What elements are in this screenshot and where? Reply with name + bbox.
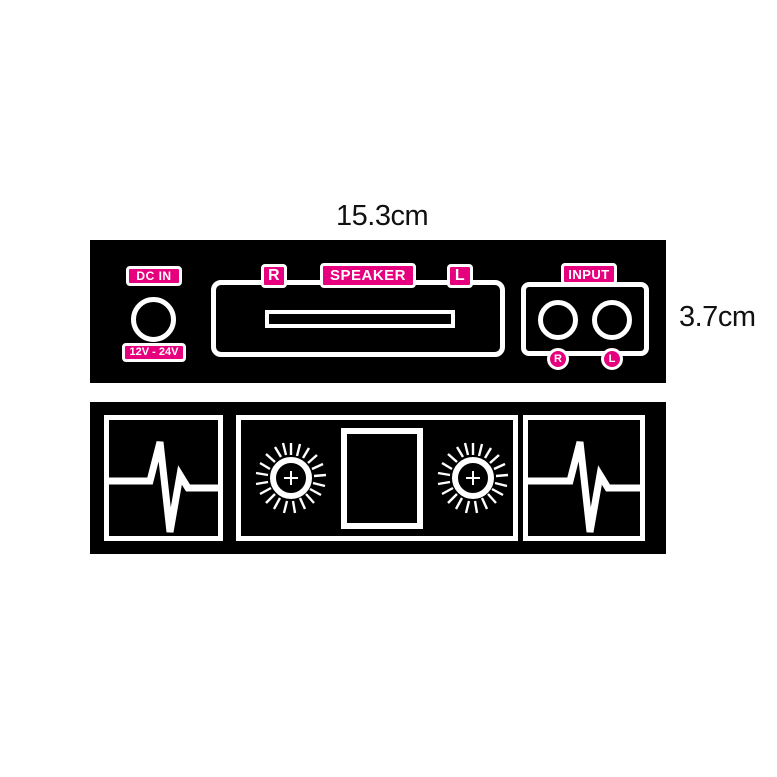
width-dimension-label: 15.3cm xyxy=(336,200,429,232)
volume-knob-right-icon[interactable] xyxy=(434,439,512,517)
dc-in-label: DC IN xyxy=(126,266,182,286)
height-dimension-label: 3.7cm xyxy=(679,301,756,333)
rca-jack-right-icon[interactable] xyxy=(538,300,578,340)
volume-knob-left-icon[interactable] xyxy=(252,439,330,517)
input-left-badge: L xyxy=(601,348,623,370)
dc-power-jack-icon[interactable] xyxy=(131,297,176,342)
speaker-left-label: L xyxy=(447,264,473,288)
speaker-title-label: SPEAKER xyxy=(320,263,416,288)
rca-jack-left-icon[interactable] xyxy=(592,300,632,340)
input-label: INPUT xyxy=(561,263,617,285)
audio-waveform-icon-left xyxy=(109,441,218,533)
audio-waveform-icon-right xyxy=(528,441,640,533)
voltage-range-label: 12V - 24V xyxy=(122,343,186,362)
input-right-badge: R xyxy=(547,348,569,370)
speaker-terminal-slot[interactable] xyxy=(265,310,455,328)
display-screen xyxy=(341,428,423,529)
speaker-right-label: R xyxy=(261,264,287,288)
